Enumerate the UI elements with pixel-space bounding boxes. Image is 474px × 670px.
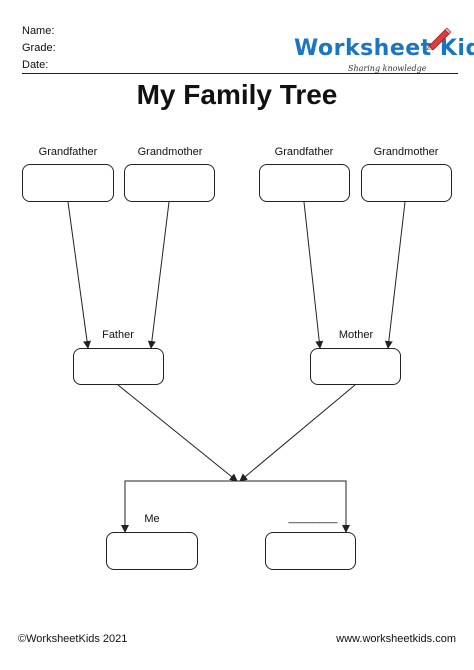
footer-copyright: ©WorksheetKids 2021	[18, 633, 128, 645]
grade-field-label: Grade:	[22, 42, 56, 54]
pencil-icon	[426, 27, 452, 50]
label-me: Me	[144, 513, 160, 525]
connector-grandmother-right-mother	[384, 201, 406, 349]
connector-children-bracket	[124, 480, 347, 530]
connector-grandfather-left-father	[67, 201, 92, 349]
connector-mother-child	[239, 384, 356, 482]
label-grandmother-right: Grandmother	[373, 146, 439, 158]
label-mother: Mother	[338, 329, 374, 341]
logo-tagline: Sharing knowledge	[348, 64, 427, 73]
connector-grandfather-right-mother	[303, 201, 324, 349]
box-grandmother-right[interactable]	[361, 164, 452, 202]
date-field-label: Date:	[22, 59, 49, 71]
box-sibling[interactable]	[265, 532, 356, 570]
box-mother[interactable]	[310, 348, 401, 385]
header-divider	[22, 73, 458, 74]
name-field-label: Name:	[22, 25, 55, 37]
worksheet-kids-logo: Worksheet Kids Sharing knowledge	[294, 26, 474, 76]
label-sibling-blank: ________	[288, 512, 338, 524]
box-grandmother-left[interactable]	[124, 164, 215, 202]
connector-grandmother-left-father	[147, 201, 170, 349]
label-grandfather-left: Grandfather	[38, 146, 98, 158]
box-grandfather-right[interactable]	[259, 164, 350, 202]
logo-title: Worksheet Kids	[294, 36, 474, 61]
box-me[interactable]	[106, 532, 198, 570]
box-grandfather-left[interactable]	[22, 164, 114, 202]
box-father[interactable]	[73, 348, 164, 385]
label-father: Father	[102, 329, 134, 341]
connector-father-child	[117, 384, 238, 482]
label-grandfather-right: Grandfather	[274, 146, 334, 158]
page-title: My Family Tree	[136, 79, 338, 110]
label-grandmother-left: Grandmother	[137, 146, 203, 158]
footer-website-link[interactable]: www.worksheetkids.com	[336, 633, 456, 645]
